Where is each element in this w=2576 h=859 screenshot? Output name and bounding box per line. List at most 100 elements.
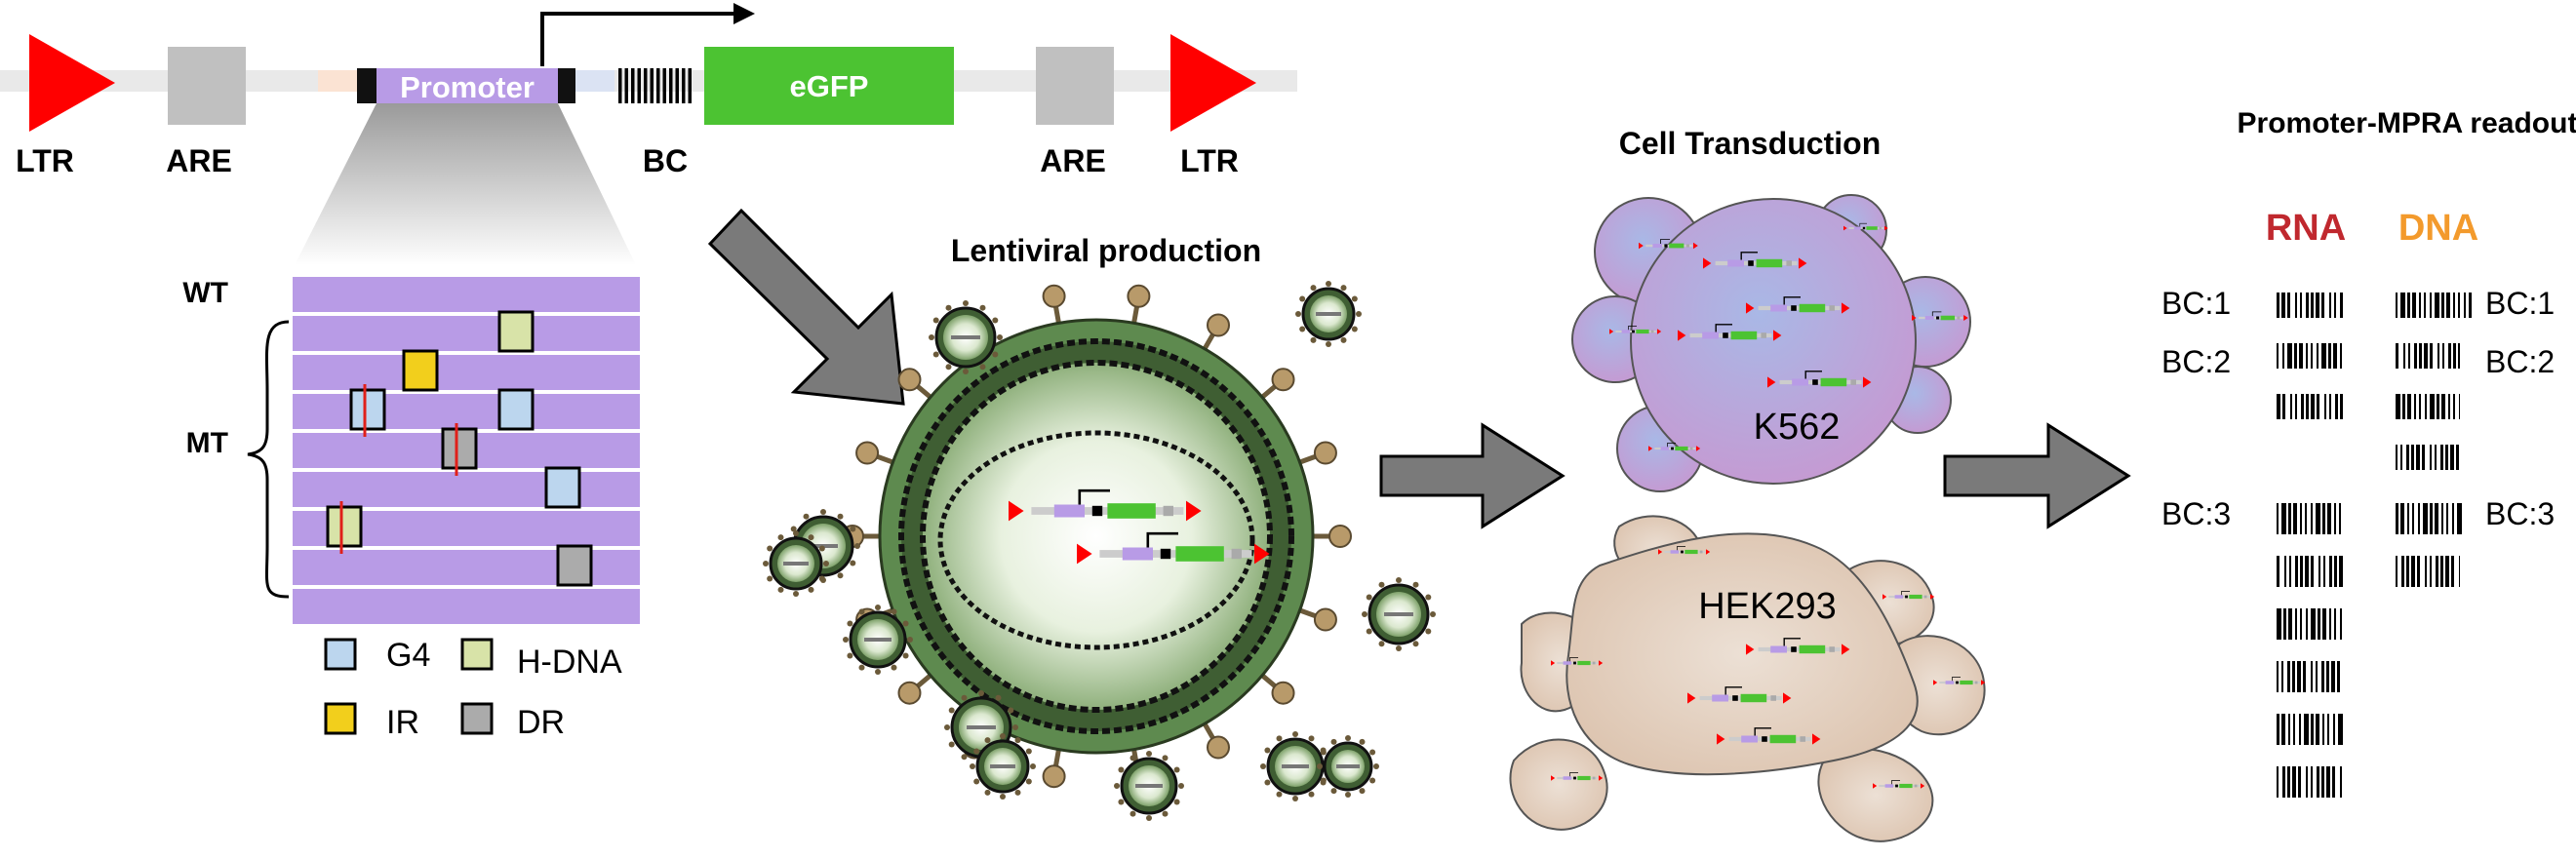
barcode-bar <box>2442 343 2444 369</box>
barcode-bar <box>2396 503 2398 534</box>
ltr-left-triangle <box>29 34 115 132</box>
particle-spike <box>850 526 856 532</box>
particle-spike <box>1351 326 1358 332</box>
barcode-bar <box>2281 714 2285 745</box>
barcode-bar <box>2422 445 2425 470</box>
barcode-bar <box>618 68 622 103</box>
mini-are <box>1163 505 1173 517</box>
barcode-bar <box>2458 293 2460 318</box>
particle-spike <box>932 351 939 358</box>
particle-genome <box>951 335 980 339</box>
particle-spike <box>1366 628 1372 635</box>
envelope-knob <box>897 368 922 392</box>
barcode-bar <box>2445 556 2449 587</box>
variant-rows <box>293 277 640 624</box>
mini-construct <box>1882 591 1935 600</box>
mini-ltr <box>1783 692 1792 704</box>
particle-spike <box>850 560 856 566</box>
mini-tss <box>1677 546 1686 551</box>
barcode-bar <box>624 68 628 103</box>
envelope-knob <box>855 441 880 465</box>
mini-egfp <box>1684 549 1698 555</box>
barcode-bar <box>2328 343 2331 369</box>
barcode-bar <box>2277 293 2279 318</box>
mini-are <box>1685 244 1689 248</box>
particle-spike <box>1129 755 1136 761</box>
barcode-bar <box>2414 394 2416 419</box>
barcode-bar <box>2288 608 2292 640</box>
particle-genome <box>1336 764 1360 768</box>
barcode-bar <box>2282 394 2285 419</box>
barcode-bar <box>2295 293 2297 318</box>
barcode-bar <box>2324 394 2326 419</box>
barcode-bar <box>2289 556 2291 587</box>
particle-spike <box>790 526 797 532</box>
particle-spike <box>1378 581 1385 588</box>
barcode-bar <box>2407 394 2411 419</box>
mini-barcode <box>1895 784 1898 788</box>
particle-spike <box>992 351 999 358</box>
barcode-bar <box>2396 343 2398 369</box>
mini-backbone <box>1699 695 1782 701</box>
barcode-bar <box>2329 556 2332 587</box>
envelope-knob <box>1207 735 1230 760</box>
barcode-bar <box>2419 293 2421 318</box>
mini-construct <box>1703 252 1807 269</box>
particle-spike <box>929 334 934 340</box>
k562-label: K562 <box>1754 407 1841 448</box>
hek293-main-cell <box>1565 532 1919 776</box>
barcode-bar <box>2295 394 2297 419</box>
barcode-bar <box>669 68 673 103</box>
mini-barcode <box>1671 447 1674 450</box>
mt-promoter-row <box>293 394 640 429</box>
mini-tss <box>1931 311 1942 317</box>
particle-spike <box>979 364 986 371</box>
barcode-bar <box>2453 343 2456 369</box>
barcode-bar <box>2277 661 2279 692</box>
arrow-to-transduction <box>1379 422 1565 529</box>
particle-spike <box>979 304 986 311</box>
particle-spike <box>907 637 913 643</box>
particle-spike <box>948 741 955 748</box>
barcode-bar <box>2323 556 2325 587</box>
barcode-bar <box>2316 714 2319 745</box>
mini-backbone <box>1758 646 1841 652</box>
barcode-bar <box>2333 714 2335 745</box>
bc-left-2: BC:2 <box>2161 344 2231 379</box>
barcode-bar <box>2419 394 2421 419</box>
mini-barcode <box>1664 244 1668 248</box>
particle-spike <box>1173 799 1180 805</box>
mini-construct <box>1843 222 1888 231</box>
mini-egfp <box>1577 775 1591 781</box>
mini-are <box>1786 260 1792 266</box>
mini-promoter <box>1770 304 1787 312</box>
mini-ltr <box>1863 376 1872 388</box>
mini-promoter <box>1563 776 1571 780</box>
mini-are <box>1829 305 1835 311</box>
barcode-bar <box>2340 608 2342 640</box>
particle-spike <box>1430 611 1436 617</box>
barcode-bar <box>2317 766 2319 798</box>
barcode-bar <box>2456 445 2459 470</box>
mini-construct <box>1639 239 1698 250</box>
particle-spike <box>1396 577 1402 583</box>
barcode-bar <box>2441 394 2445 419</box>
barcode-bar <box>2435 293 2439 318</box>
barcode-bar <box>2306 293 2309 318</box>
barcode-bar <box>2299 714 2301 745</box>
structure-feature-box <box>497 388 535 431</box>
are-left-box <box>168 47 246 125</box>
particle-spike <box>1030 763 1036 769</box>
mini-tss <box>1146 531 1178 548</box>
are-right-label: ARE <box>1040 143 1106 178</box>
structure-feature-box <box>402 349 439 392</box>
hek293-small-cell <box>1817 748 1934 842</box>
particle-spike <box>1008 707 1014 714</box>
mini-ltr <box>1186 500 1202 522</box>
mini-ltr <box>1921 783 1925 789</box>
legend-g4-label: G4 <box>386 637 430 674</box>
barcode-bar <box>2396 556 2398 587</box>
mini-ltr <box>1703 257 1712 269</box>
particle-spike <box>1025 778 1032 785</box>
particle-spike <box>1351 295 1358 302</box>
